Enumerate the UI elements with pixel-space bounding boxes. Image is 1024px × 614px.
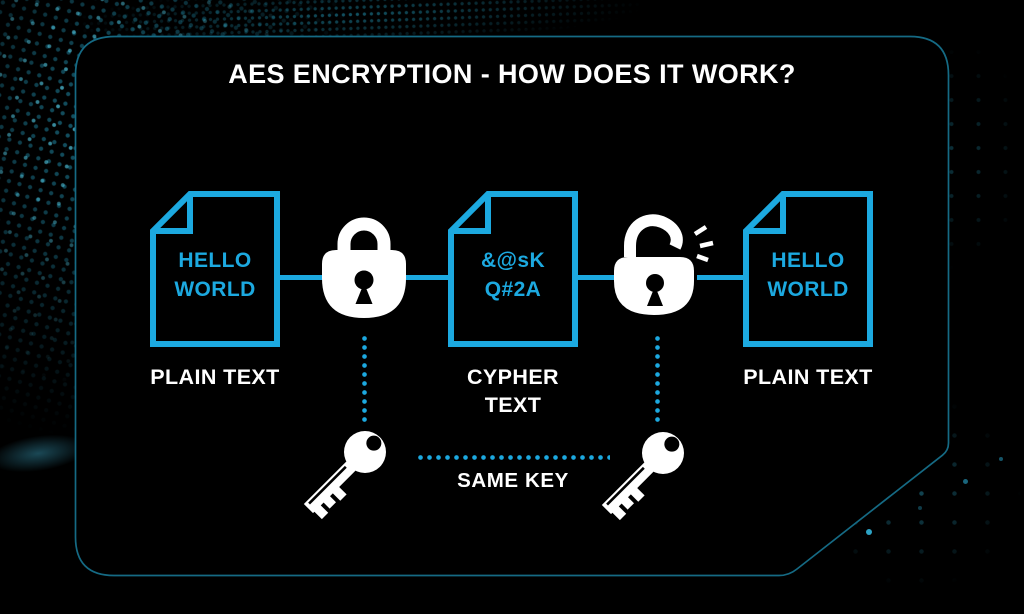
document-icon (743, 191, 873, 347)
key-icon-left (303, 431, 386, 520)
label-line: TEXT (484, 393, 542, 417)
closed-padlock-icon (322, 217, 406, 318)
label-line: CYPHER (466, 365, 559, 389)
document-content-line: WORLD (174, 278, 256, 301)
document-cypher-text: &@sK Q#2A (447, 190, 579, 348)
document-plain-text-right: HELLO WORLD (742, 190, 874, 348)
dotted-line-right-key (655, 334, 660, 424)
document-label-plain-text-right: PLAIN TEXT (706, 363, 910, 391)
label-line: PLAIN TEXT (150, 365, 280, 389)
document-content: &@sK Q#2A (447, 246, 579, 304)
document-content-line: Q#2A (484, 278, 542, 301)
document-plain-text-left: HELLO WORLD (149, 190, 281, 348)
connector-line (277, 275, 325, 280)
document-label-cypher-text: CYPHER TEXT (411, 363, 615, 419)
document-content-line: HELLO (771, 249, 845, 272)
key-icon-right (601, 432, 684, 521)
document-content-line: HELLO (178, 249, 252, 272)
document-icon (448, 191, 578, 347)
document-content: HELLO WORLD (742, 246, 874, 304)
dotted-line-same-key (416, 455, 610, 460)
document-content-line: WORLD (767, 278, 849, 301)
page-title: AES ENCRYPTION - HOW DOES IT WORK? (228, 59, 796, 89)
dotted-line-left-key (362, 334, 367, 424)
connector-line (574, 275, 620, 280)
connector-line (697, 275, 745, 280)
document-icon (150, 191, 280, 347)
open-padlock-icon (614, 214, 714, 315)
document-label-plain-text-left: PLAIN TEXT (113, 363, 317, 391)
connector-line (402, 275, 450, 280)
same-key-label: SAME KEY (457, 469, 569, 492)
label-line: PLAIN TEXT (743, 365, 873, 389)
document-content: HELLO WORLD (149, 246, 281, 304)
document-content-line: &@sK (480, 249, 546, 272)
